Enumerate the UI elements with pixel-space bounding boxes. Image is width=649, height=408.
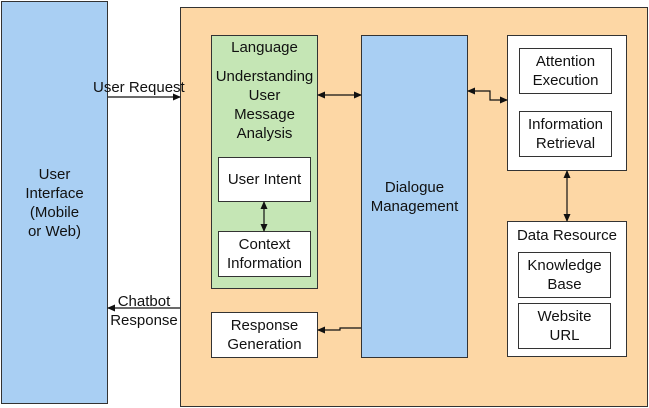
dialogue-attention-arrow: [467, 87, 508, 104]
chatbot-response-label: Chatbot Response: [110, 293, 178, 329]
dialogue-management-box: Dialogue Management: [361, 35, 468, 358]
user-interface-box: User Interface (Mobile or Web): [1, 1, 108, 404]
knowledge-base-box: Knowledge Base: [518, 252, 611, 298]
context-information-label: Context Information: [226, 236, 303, 272]
user-request-label: User Request: [93, 79, 185, 96]
response-generation-label: Response Generation: [227, 317, 302, 353]
response-generation-box: Response Generation: [211, 312, 318, 358]
user-interface-label: User Interface (Mobile or Web): [25, 165, 84, 240]
website-url-label: Website URL: [537, 308, 592, 344]
dialogue-management-label: Dialogue Management: [370, 178, 459, 215]
information-retrieval-box: Information Retrieval: [519, 111, 612, 157]
knowledge-base-label: Knowledge Base: [527, 257, 602, 293]
user-intent-box: User Intent: [218, 157, 311, 202]
data-resource-title: Data Resource: [516, 227, 618, 244]
website-url-box: Website URL: [518, 303, 611, 349]
context-information-box: Context Information: [218, 231, 311, 277]
language-title: Language: [231, 39, 298, 56]
user-intent-label: User Intent: [227, 171, 302, 188]
attention-execution-label: Attention Execution: [532, 53, 599, 89]
dialogue-response-arrow: [317, 326, 361, 334]
information-retrieval-label: Information Retrieval: [527, 116, 604, 152]
language-understanding-label: Understanding User Message Analysis: [215, 68, 314, 142]
attention-execution-box: Attention Execution: [519, 48, 612, 94]
